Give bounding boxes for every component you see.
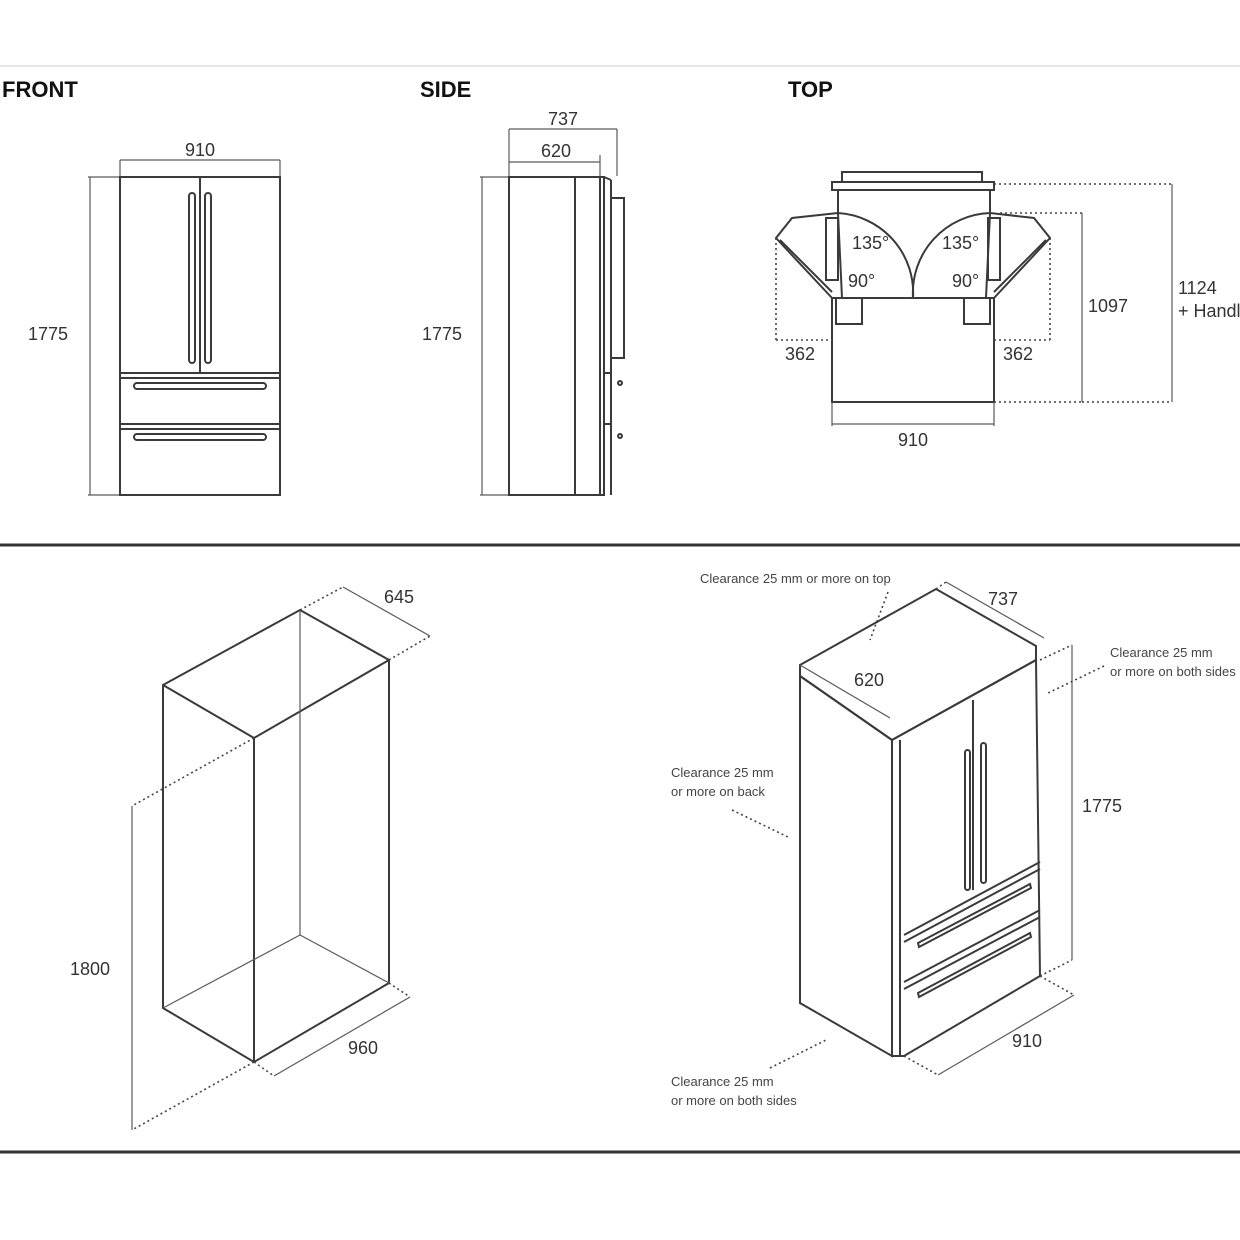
installed-height-label: 1775 (1082, 796, 1122, 816)
side-handle (612, 197, 625, 359)
front-width-dimension: 910 (119, 140, 281, 178)
clearance-sides-bottom-note-2: or more on both sides (671, 1093, 797, 1108)
side-drawer-knob-1 (617, 380, 623, 386)
niche-width-label: 960 (348, 1038, 378, 1058)
niche-width-dimension: 960 (253, 982, 411, 1077)
top-swing-left-dimension: 362 (775, 238, 832, 364)
fridge-drawer-handle-1 (916, 882, 1033, 949)
top-width-label: 910 (898, 430, 928, 450)
niche-depth-dimension: 645 (299, 586, 431, 661)
front-drawer-handle-2 (133, 433, 267, 441)
clearance-sides-bottom-leader (769, 1039, 827, 1069)
clearance-back-note-2: or more on back (671, 784, 765, 799)
clearance-sides-bottom-note-1: Clearance 25 mm (671, 1074, 774, 1089)
top-swing-right-label: 362 (1003, 344, 1033, 364)
clearance-top-note: Clearance 25 mm or more on top (700, 571, 891, 586)
side-depth-body-dimension: 620 (509, 141, 601, 176)
niche-height-dimension: 1800 (70, 737, 255, 1131)
top-angle-90-left: 90° (848, 271, 875, 291)
top-right-door-stub (963, 297, 991, 325)
installed-depth-body-dimension: 620 (799, 664, 891, 719)
front-drawer-handle-1 (133, 382, 267, 390)
clearance-sides-right-leader (1045, 665, 1105, 695)
installed-depth-total-dimension: 737 (935, 581, 1045, 639)
top-swing-left-label: 362 (785, 344, 815, 364)
installed-height-dimension: 1775 (1039, 644, 1122, 977)
top-right-open-door (984, 211, 1052, 299)
clearance-sides-right-note-1: Clearance 25 mm (1110, 645, 1213, 660)
installed-width-label: 910 (1012, 1031, 1042, 1051)
top-left-door-stub (835, 297, 863, 325)
top-depth-handles-label-2: + Handles (1178, 301, 1240, 321)
front-width-label: 910 (185, 140, 215, 160)
clearance-back-note-1: Clearance 25 mm (671, 765, 774, 780)
installed-depth-total-label: 737 (988, 589, 1018, 609)
front-height-dimension: 1775 (28, 176, 120, 496)
top-depth-handles-label-1: 1124 (1178, 278, 1217, 298)
top-swing-right-dimension: 362 (994, 238, 1051, 364)
front-left-handle (188, 192, 196, 364)
side-fridge-body (508, 176, 605, 496)
fridge-top-face (799, 587, 1037, 742)
niche-depth-label: 645 (384, 587, 414, 607)
niche-height-label: 1800 (70, 959, 110, 979)
side-drawer-knob-2 (617, 433, 623, 439)
fridge-side-face (799, 674, 893, 1058)
side-depth-total-label: 737 (548, 109, 578, 129)
top-angle-135-right: 135° (942, 233, 979, 253)
clearance-back-leader (731, 809, 791, 839)
top-view: TOP 135° 135° 90° 90° 362 (774, 77, 1240, 450)
side-depth-body-label: 620 (541, 141, 571, 161)
side-heading: SIDE (420, 77, 471, 102)
installed-isometric: 737 620 1775 910 Clearance 25 mm or more… (671, 571, 1236, 1108)
fridge-drawer-handle-2 (916, 931, 1033, 999)
top-right-door-arc (911, 212, 991, 299)
top-handles-bar (841, 171, 983, 183)
installed-depth-body-label: 620 (854, 670, 884, 690)
fridge-drawer-line-2 (903, 909, 1041, 983)
front-height-label: 1775 (28, 324, 68, 344)
side-height-dimension: 1775 (422, 176, 509, 496)
installed-width-dimension: 910 (903, 975, 1075, 1076)
top-angle-135-left: 135° (852, 233, 889, 253)
fridge-drawer-line-1 (903, 861, 1041, 936)
top-depth-open-dimension: 1097 (994, 212, 1128, 403)
clearance-sides-right-note-2: or more on both sides (1110, 664, 1236, 679)
niche-box-outline (162, 608, 390, 1064)
top-fridge-body (831, 297, 995, 403)
clearance-top-leader (869, 591, 889, 641)
fridge-right-handle (980, 742, 987, 884)
side-depth-total-dimension: 737 (508, 109, 618, 176)
side-height-label: 1775 (422, 324, 462, 344)
fridge-front-face (891, 658, 1042, 1057)
top-left-open-door (774, 211, 844, 299)
top-heading: TOP (788, 77, 833, 102)
front-view: FRONT 910 1775 (2, 77, 281, 496)
top-angle-90-right: 90° (952, 271, 979, 291)
side-view: SIDE 737 620 1775 (420, 77, 625, 496)
top-depth-handles-dimension: 1124 + Handles (994, 183, 1240, 403)
fridge-left-handle (964, 749, 971, 891)
top-left-door-arc (837, 212, 915, 299)
top-depth-open-label: 1097 (1088, 296, 1128, 316)
front-heading: FRONT (2, 77, 78, 102)
top-width-dimension: 910 (831, 402, 995, 450)
front-right-handle (204, 192, 212, 364)
niche-isometric: 645 1800 960 (70, 586, 431, 1131)
